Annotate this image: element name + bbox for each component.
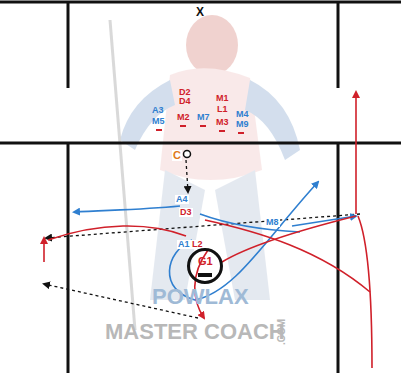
player-label: D3 — [179, 208, 193, 217]
player-label: M2 — [177, 113, 190, 122]
pass-lines — [44, 160, 360, 318]
coach-label: C — [172, 150, 182, 161]
goalie-label: G1 — [198, 256, 213, 267]
cones — [156, 126, 244, 133]
player-label: D4 — [179, 97, 191, 106]
player-label: D2 — [179, 88, 191, 97]
player-label: M4 — [236, 110, 249, 119]
player-label: A4 — [175, 195, 189, 204]
defense-runs — [44, 92, 372, 368]
player-label: M3 — [216, 118, 229, 127]
player-label: M5 — [152, 117, 165, 126]
player-label: L1 — [217, 105, 228, 114]
player-label: M1 — [216, 94, 229, 103]
player-label: A3 — [152, 106, 164, 115]
goal-mark: X — [196, 6, 204, 18]
goal-crease: G1 — [187, 248, 223, 284]
watermark: MASTER COACH — [105, 321, 285, 343]
goal-symbol — [198, 273, 212, 277]
goalie-illustration — [110, 15, 300, 330]
player-label: M7 — [197, 113, 210, 122]
player-label: M8 — [265, 218, 280, 227]
player-label: A1 — [177, 240, 191, 249]
player-label: M9 — [236, 120, 249, 129]
watermark: POWLAX — [152, 286, 249, 308]
watermark: .COM — [277, 319, 287, 345]
offense-runs — [74, 182, 356, 300]
ball — [184, 151, 191, 158]
